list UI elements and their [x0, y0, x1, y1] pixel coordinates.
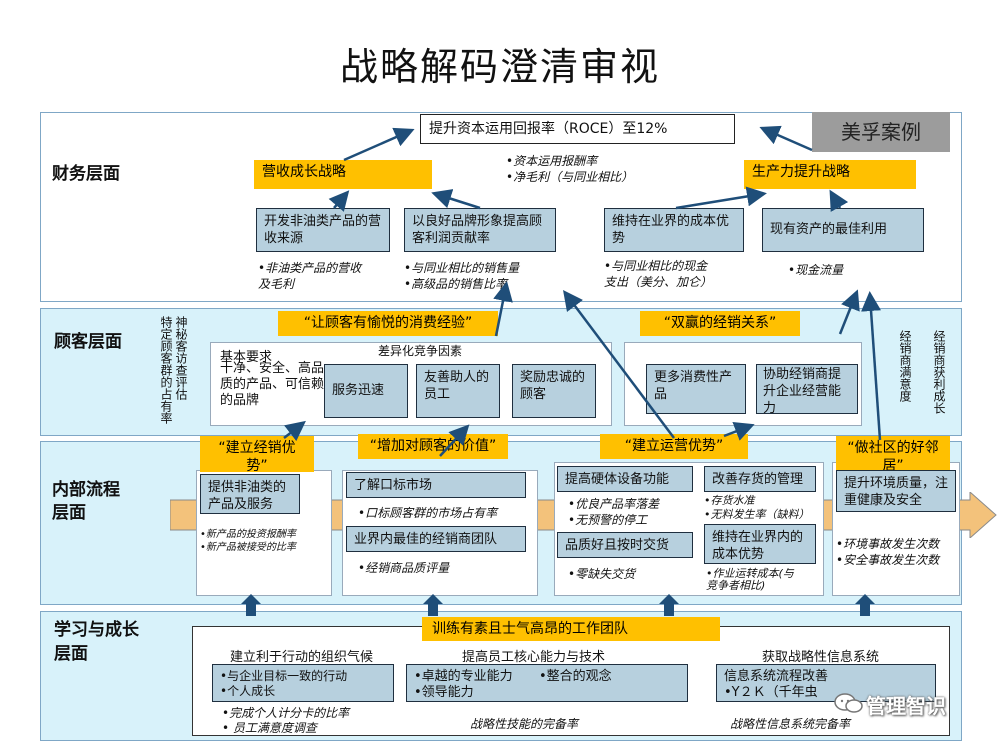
metric-line: •无预警的停工: [568, 513, 648, 527]
metric-line: •存货水准: [704, 494, 755, 507]
metric-line: •环境事故发生次数: [836, 537, 940, 551]
int-box-inventory: 改善存货的管理: [704, 466, 816, 492]
learn-box-climate: •与企业目标一致的行动 •个人成长: [212, 664, 394, 702]
metric-line: •非油类产品的营收: [258, 261, 362, 275]
int-box-environment: 提升环境质量，注重健康及安全: [836, 470, 956, 512]
learn-box-skills: •卓越的专业能力 •领导能力 •整合的观念: [406, 664, 688, 702]
fin-box-assets: 现有资产的最佳利用: [762, 208, 924, 252]
int-col3-metrics-1: •优良产品率落差 •无预警的停工: [568, 496, 659, 528]
basic-requirement-title: 基本要求: [220, 350, 273, 365]
metric-line: •与同业相比的现金: [604, 259, 708, 273]
fin-metric-4: •现金流量: [788, 262, 843, 278]
int-box-quality-delivery: 品质好且按时交货: [557, 532, 693, 558]
learn-metric-3: 战略性信息系统完备率: [730, 717, 851, 731]
metric-line: •无料发生率（缺料）: [704, 508, 810, 521]
internal-label-2: 层面: [52, 503, 86, 523]
case-label: 美孚案例: [812, 112, 950, 152]
metric-line: 竞争者相比): [706, 579, 766, 592]
learn-box-info-system: 信息系统流程改善 •Y２Ｋ（千年虫: [716, 664, 936, 702]
learn-metric-2: 战略性技能的完备率: [470, 717, 579, 731]
learning-header-1: 建立利于行动的组织气候: [230, 650, 374, 665]
int-col3-metric-2: •零缺失交货: [568, 567, 636, 581]
int-col2-metric-1: •口标顾客群的市场占有率: [358, 506, 498, 520]
fin-box-cost: 维持在业界的成本优势: [604, 208, 744, 252]
learning-banner: 训练有素且士气高昂的工作团队: [422, 617, 720, 641]
fin-metric-1: •非油类产品的营收 及毛利: [258, 260, 361, 292]
fin-box-nonoil: 开发非油类产品的营收来源: [256, 208, 390, 252]
fin-metric-3: •与同业相比的现金 支出（美分、加仑）: [604, 258, 712, 290]
internal-banner-3: “建立运营优势”: [600, 434, 748, 459]
int-col2-metric-2: •经销商品质评量: [358, 561, 450, 575]
goal-metrics: •资本运用报酬率 •净毛利（与同业相比）: [506, 153, 633, 185]
metric-line: • 员工满意度调查: [222, 721, 317, 735]
customer-banner-left: “让顾客有愉悦的消费经验”: [278, 311, 498, 336]
learning-label-1: 学习与成长: [54, 620, 139, 640]
roce-goal-box: 提升资本运用回报率（ROCE）至12%: [420, 114, 735, 144]
int-box-hardware: 提高硬体设备功能: [557, 466, 693, 492]
int-col4-metrics: •环境事故发生次数 •安全事故发生次数: [836, 536, 939, 568]
int-col1-metrics: •新产品的投资报酬率 •新产品被接受的比率: [200, 528, 296, 554]
cust-box-fast-service: 服务迅速: [324, 364, 408, 418]
learning-label-2: 层面: [54, 644, 88, 664]
learning-header-3: 获取战略性信息系统: [762, 650, 880, 665]
learn-item: •领导能力: [414, 685, 474, 700]
fin-metric-2: •与同业相比的销售量 •高级品的销售比率: [404, 260, 519, 292]
goal-metric-line: •资本运用报酬率: [506, 154, 598, 168]
goal-metric-line: •净毛利（与同业相比）: [506, 170, 634, 184]
metric-line: •安全事故发生次数: [836, 553, 940, 567]
internal-label-1: 内部流程: [52, 480, 120, 500]
customer-right-vertical-2: 经销商满意度: [898, 330, 912, 402]
learn-item: •卓越的专业能力: [414, 669, 513, 684]
fin-box-brand: 以良好品牌形象提高顾客利润贡献率: [404, 208, 556, 252]
diff-factor-label: 差异化竞争因素: [378, 344, 463, 358]
metric-line: •高级品的销售比率: [404, 277, 508, 291]
customer-left-vertical-1: 神秘客访查评估: [174, 316, 188, 400]
metric-line: •优良产品率落差: [568, 497, 660, 511]
int-box-target-market: 了解口标市场: [346, 472, 526, 498]
customer-banner-right: “双赢的经销关系”: [640, 311, 800, 336]
learning-header-2: 提高员工核心能力与技术: [462, 650, 606, 665]
learn-item: •Y２Ｋ（千年虫: [724, 685, 818, 700]
financial-label: 财务层面: [52, 164, 120, 184]
metric-line: •与同业相比的销售量: [404, 261, 520, 275]
cust-box-friendly-staff: 友善助人的员工: [416, 364, 500, 418]
int-box-nonoil-products: 提供非油类的产品及服务: [200, 474, 300, 514]
int-col3-metrics-3: •存货水准 •无料发生率（缺料）: [704, 494, 810, 522]
learn-item: •个人成长: [220, 684, 276, 698]
learn-item: •与企业目标一致的行动: [220, 669, 348, 683]
wechat-icon-shape: [834, 693, 863, 713]
int-col3-metrics-4: •作业运转成本(与 竞争者相比): [706, 568, 794, 592]
internal-banner-1: “建立经销优势”: [200, 436, 314, 474]
metric-line: •完成个人计分卡的比率: [222, 706, 350, 720]
int-box-cost-advantage: 维持在业界内的成本优势: [704, 524, 816, 564]
watermark-text: 管理智识: [866, 694, 946, 718]
customer-right-vertical-1: 经销商获利成长: [932, 330, 946, 414]
metric-line: 及毛利: [258, 277, 295, 291]
metric-line: •新产品被接受的比率: [200, 542, 296, 553]
metric-line: •现金流量: [788, 263, 844, 277]
metric-line: 支出（美分、加仑）: [604, 275, 713, 289]
cust-box-loyalty: 奖励忠诚的顾客: [512, 364, 596, 418]
customer-label: 顾客层面: [54, 332, 122, 352]
cust-box-more-products: 更多消费性产品: [646, 364, 746, 414]
metric-line: •新产品的投资报酬率: [200, 529, 296, 540]
customer-left-vertical-2: 特定顾客群的占有率: [159, 316, 173, 424]
metric-line: •作业运转成本(与: [706, 567, 794, 580]
learn-item-integration: •整合的观念: [539, 669, 612, 684]
revenue-growth-strategy: 营收成长战略: [254, 160, 432, 189]
int-box-dealer-team: 业界内最佳的经销商团队: [346, 526, 526, 552]
wechat-icon: [834, 692, 864, 714]
page-title: 战略解码澄清审视: [339, 45, 660, 89]
productivity-strategy: 生产力提升战略: [744, 160, 916, 189]
basic-requirement-text: 十净、安全、高品质的产品、可信赖的品牌: [220, 361, 325, 408]
cust-box-dealer-support: 协助经销商提升企业经营能力: [756, 364, 858, 416]
internal-banner-2: “增加对顾客的价值”: [358, 434, 508, 459]
internal-banner-4: “做社区的好邻居”: [836, 436, 950, 474]
learn-metrics-1: •完成个人计分卡的比率 • 员工满意度调查: [222, 706, 349, 736]
learn-item: 信息系统流程改善: [724, 669, 829, 684]
